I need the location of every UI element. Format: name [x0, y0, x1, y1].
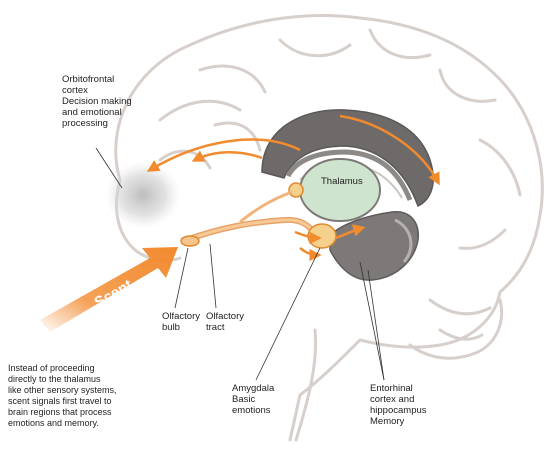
olfactory-bulb-label: Olfactory bulb: [162, 311, 200, 333]
olfactory-bulb: [181, 236, 199, 246]
orbitofrontal-label: Orbitofrontal cortex Decision making and…: [62, 74, 132, 129]
olfactory-tract-label: Olfactory tract: [206, 311, 244, 333]
amygdala-label: Amygdala Basic emotions: [232, 383, 274, 416]
hippocampus-region: [330, 212, 418, 280]
scent-arrow: Scent: [40, 247, 178, 332]
description-text: Instead of proceeding directly to the th…: [8, 363, 117, 429]
amygdala: [308, 224, 336, 248]
thalamus: [300, 159, 380, 221]
entorhinal-label: Entorhinal cortex and hippocampus Memory: [370, 383, 427, 427]
thalamus-label: Thalamus: [321, 176, 363, 187]
orbitofrontal-region: [105, 161, 181, 229]
mammillary-body: [289, 183, 303, 197]
